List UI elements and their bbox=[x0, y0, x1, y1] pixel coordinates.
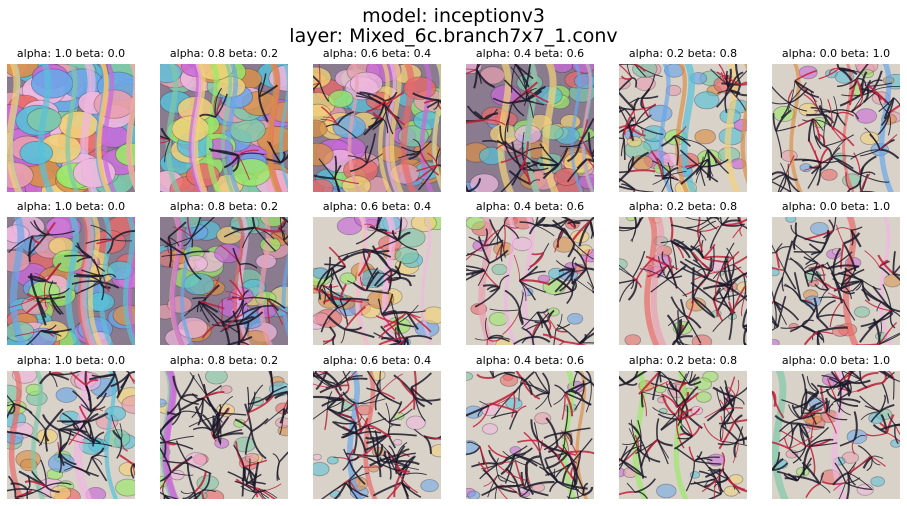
panel-caption: alpha: 0.4 beta: 0.6 bbox=[475, 354, 585, 367]
figure-title-layer: layer: Mixed_6c.branch7x7_1.conv bbox=[289, 25, 618, 47]
panel-caption: alpha: 0.4 beta: 0.6 bbox=[475, 200, 585, 213]
feature-visualization-image bbox=[7, 371, 135, 499]
texture-graphic bbox=[619, 64, 747, 192]
panel-caption: alpha: 1.0 beta: 0.0 bbox=[16, 47, 126, 60]
feature-visualization-image bbox=[313, 217, 441, 345]
feature-visualization-image bbox=[160, 371, 288, 499]
texture-graphic bbox=[313, 371, 441, 499]
feature-visualization-image bbox=[619, 371, 747, 499]
panel-caption: alpha: 0.8 beta: 0.2 bbox=[169, 354, 279, 367]
feature-visualization-image bbox=[160, 217, 288, 345]
feature-visualization-image bbox=[772, 371, 900, 499]
texture-graphic bbox=[466, 64, 594, 192]
feature-visualization-image bbox=[772, 64, 900, 192]
panel-caption: alpha: 0.2 beta: 0.8 bbox=[628, 200, 738, 213]
texture-graphic bbox=[619, 371, 747, 499]
texture-graphic bbox=[7, 371, 135, 499]
feature-visualization-image bbox=[466, 217, 594, 345]
panel-caption: alpha: 0.4 beta: 0.6 bbox=[475, 47, 585, 60]
panel-caption: alpha: 0.6 beta: 0.4 bbox=[322, 200, 432, 213]
texture-graphic bbox=[772, 217, 900, 345]
figure-title-model: model: inceptionv3 bbox=[362, 5, 545, 27]
texture-graphic bbox=[619, 217, 747, 345]
texture-graphic bbox=[7, 64, 135, 192]
panel-caption: alpha: 0.0 beta: 1.0 bbox=[781, 47, 891, 60]
panel-caption: alpha: 0.0 beta: 1.0 bbox=[781, 200, 891, 213]
feature-visualization-image bbox=[160, 64, 288, 192]
panel-caption: alpha: 0.6 beta: 0.4 bbox=[322, 47, 432, 60]
panel-caption: alpha: 0.0 beta: 1.0 bbox=[781, 354, 891, 367]
texture-graphic bbox=[772, 371, 900, 499]
panel-caption: alpha: 0.6 beta: 0.4 bbox=[322, 354, 432, 367]
panel-caption: alpha: 0.8 beta: 0.2 bbox=[169, 47, 279, 60]
panel-caption: alpha: 1.0 beta: 0.0 bbox=[16, 354, 126, 367]
feature-visualization-image bbox=[466, 371, 594, 499]
texture-graphic bbox=[313, 217, 441, 345]
panel-caption: alpha: 1.0 beta: 0.0 bbox=[16, 200, 126, 213]
panel-caption: alpha: 0.2 beta: 0.8 bbox=[628, 47, 738, 60]
feature-visualization-image bbox=[7, 217, 135, 345]
feature-visualization-image bbox=[313, 64, 441, 192]
feature-visualization-image bbox=[7, 64, 135, 192]
feature-visualization-image bbox=[466, 64, 594, 192]
feature-visualization-image bbox=[619, 64, 747, 192]
feature-visualization-image bbox=[772, 217, 900, 345]
texture-graphic bbox=[160, 217, 288, 345]
texture-graphic bbox=[160, 64, 288, 192]
panel-caption: alpha: 0.2 beta: 0.8 bbox=[628, 354, 738, 367]
texture-graphic bbox=[7, 217, 135, 345]
panel-caption: alpha: 0.8 beta: 0.2 bbox=[169, 200, 279, 213]
feature-visualization-image bbox=[619, 217, 747, 345]
texture-graphic bbox=[466, 371, 594, 499]
texture-graphic bbox=[772, 64, 900, 192]
texture-graphic bbox=[466, 217, 594, 345]
feature-visualization-image bbox=[313, 371, 441, 499]
texture-graphic bbox=[313, 64, 441, 192]
texture-graphic bbox=[160, 371, 288, 499]
